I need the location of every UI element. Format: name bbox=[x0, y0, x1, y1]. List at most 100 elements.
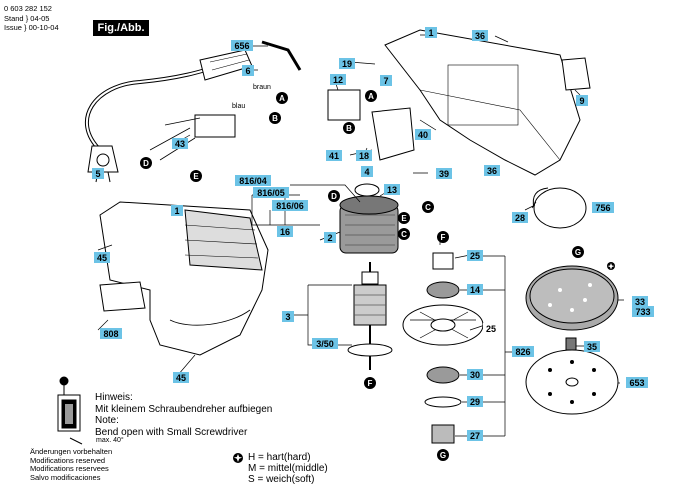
svg-text:18: 18 bbox=[359, 151, 369, 161]
part-label-3: 3 bbox=[282, 311, 294, 322]
callout-c2: C bbox=[398, 228, 410, 240]
svg-text:B: B bbox=[272, 114, 278, 123]
hex-key bbox=[261, 40, 302, 71]
hardness-legend: H = hart(hard) M = mittel(middle) S = we… bbox=[248, 452, 328, 485]
part-label-14: 14 bbox=[467, 284, 483, 295]
part-label-816-04: 816/04 bbox=[235, 175, 271, 186]
callout-a1: A bbox=[276, 92, 288, 104]
modifications: Änderungen vorbehalten Modifications res… bbox=[30, 447, 113, 482]
svg-text:29: 29 bbox=[470, 397, 480, 407]
svg-text:30: 30 bbox=[470, 370, 480, 380]
svg-text:1: 1 bbox=[174, 206, 179, 216]
note-block: Hinweis: Mit kleinem Schraubendreher auf… bbox=[95, 392, 272, 438]
svg-text:F: F bbox=[368, 379, 373, 388]
legend-row-m: M = mittel(middle) bbox=[248, 463, 328, 474]
svg-text:C: C bbox=[425, 203, 431, 212]
part-label-816-06: 816/06 bbox=[272, 200, 308, 211]
svg-text:826: 826 bbox=[515, 347, 530, 357]
issue-line: Issue } 00-10-04 bbox=[4, 23, 59, 32]
callout-d2: D bbox=[328, 190, 340, 202]
part-label-4: 4 bbox=[361, 166, 373, 177]
part-labels: 1 1 2 3 3/50 4 5 6 7 9 12 13 14 16 18 19… bbox=[92, 27, 654, 441]
svg-text:39: 39 bbox=[439, 169, 449, 179]
part-label-30: 30 bbox=[467, 369, 483, 380]
part-label-12: 12 bbox=[330, 74, 346, 85]
svg-text:816/06: 816/06 bbox=[276, 201, 304, 211]
note-line-1: Hinweis: bbox=[95, 392, 133, 403]
part-label-29: 29 bbox=[467, 396, 483, 407]
svg-text:653: 653 bbox=[629, 378, 644, 388]
svg-text:A: A bbox=[368, 92, 374, 101]
svg-text:14: 14 bbox=[470, 285, 480, 295]
part-label-808: 808 bbox=[100, 328, 122, 339]
wire-label-brown: braun bbox=[253, 84, 271, 91]
svg-text:6: 6 bbox=[245, 66, 250, 76]
svg-text:33: 33 bbox=[635, 297, 645, 307]
part-label-2: 2 bbox=[324, 232, 336, 243]
part-label-18: 18 bbox=[356, 150, 372, 161]
svg-text:40: 40 bbox=[418, 130, 428, 140]
part-label-25a: 25 bbox=[467, 250, 483, 261]
svg-text:C: C bbox=[401, 230, 407, 239]
svg-text:45: 45 bbox=[176, 373, 186, 383]
svg-text:E: E bbox=[193, 172, 199, 181]
part-label-6: 6 bbox=[242, 65, 254, 76]
note-line-2: Mit kleinem Schraubendreher aufbiegen bbox=[95, 403, 273, 415]
svg-text:13: 13 bbox=[387, 185, 397, 195]
part-label-41: 41 bbox=[326, 150, 342, 161]
svg-text:36: 36 bbox=[475, 31, 485, 41]
callout-a2: A bbox=[365, 90, 377, 102]
svg-text:25: 25 bbox=[470, 251, 480, 261]
svg-text:3: 3 bbox=[285, 312, 290, 322]
part-label-43: 43 bbox=[172, 138, 188, 149]
note-line-3: Note: bbox=[95, 415, 119, 426]
part-label-35: 35 bbox=[584, 341, 600, 352]
svg-text:756: 756 bbox=[595, 203, 610, 213]
callout-f2: F bbox=[364, 377, 376, 389]
svg-text:19: 19 bbox=[342, 59, 352, 69]
callout-e2: E bbox=[398, 212, 410, 224]
svg-text:16: 16 bbox=[280, 227, 290, 237]
part-label-7: 7 bbox=[380, 75, 392, 86]
part-label-27: 27 bbox=[467, 430, 483, 441]
svg-text:9: 9 bbox=[579, 96, 584, 106]
note-line-4: Bend open with Small Screwdriver bbox=[95, 426, 248, 438]
svg-text:27: 27 bbox=[470, 431, 480, 441]
part-label-9: 9 bbox=[576, 95, 588, 106]
svg-text:3/50: 3/50 bbox=[316, 339, 334, 349]
legend-row-h: H = hart(hard) bbox=[248, 452, 311, 463]
svg-text:E: E bbox=[401, 214, 407, 223]
svg-text:D: D bbox=[143, 159, 149, 168]
part-label-1a: 1 bbox=[425, 27, 437, 38]
legend-row-s: S = weich(soft) bbox=[248, 474, 315, 485]
part-label-45a: 45 bbox=[94, 252, 110, 263]
part-label-653: 653 bbox=[626, 377, 648, 388]
svg-text:4: 4 bbox=[364, 167, 369, 177]
drawing bbox=[85, 29, 624, 444]
svg-text:G: G bbox=[575, 248, 581, 257]
note-angle: max. 40° bbox=[96, 437, 124, 444]
part-label-5: 5 bbox=[92, 168, 104, 179]
part-label-13: 13 bbox=[384, 184, 400, 195]
note-detail-graphic bbox=[57, 376, 83, 445]
svg-text:5: 5 bbox=[95, 169, 100, 179]
stand-line: Stand } 04-05 bbox=[4, 14, 50, 23]
part-label-39: 39 bbox=[436, 168, 452, 179]
doc-number: 0 603 282 152 bbox=[4, 4, 52, 13]
svg-text:A: A bbox=[279, 94, 285, 103]
svg-text:2: 2 bbox=[327, 233, 332, 243]
svg-text:808: 808 bbox=[103, 329, 118, 339]
callout-b2: B bbox=[343, 122, 355, 134]
part-label-826: 826 bbox=[512, 346, 534, 357]
svg-text:G: G bbox=[440, 451, 446, 460]
svg-text:41: 41 bbox=[329, 151, 339, 161]
figure-title: Fig./Abb. 1 bbox=[93, 20, 149, 50]
callouts: A B A B C C D D E E F F G G bbox=[140, 90, 584, 461]
callout-g1: G bbox=[572, 246, 584, 258]
callout-f1: F bbox=[437, 231, 449, 243]
svg-text:D: D bbox=[331, 192, 337, 201]
part-label-1b: 1 bbox=[171, 205, 183, 216]
callout-e1: E bbox=[190, 170, 202, 182]
part-label-40: 40 bbox=[415, 129, 431, 140]
